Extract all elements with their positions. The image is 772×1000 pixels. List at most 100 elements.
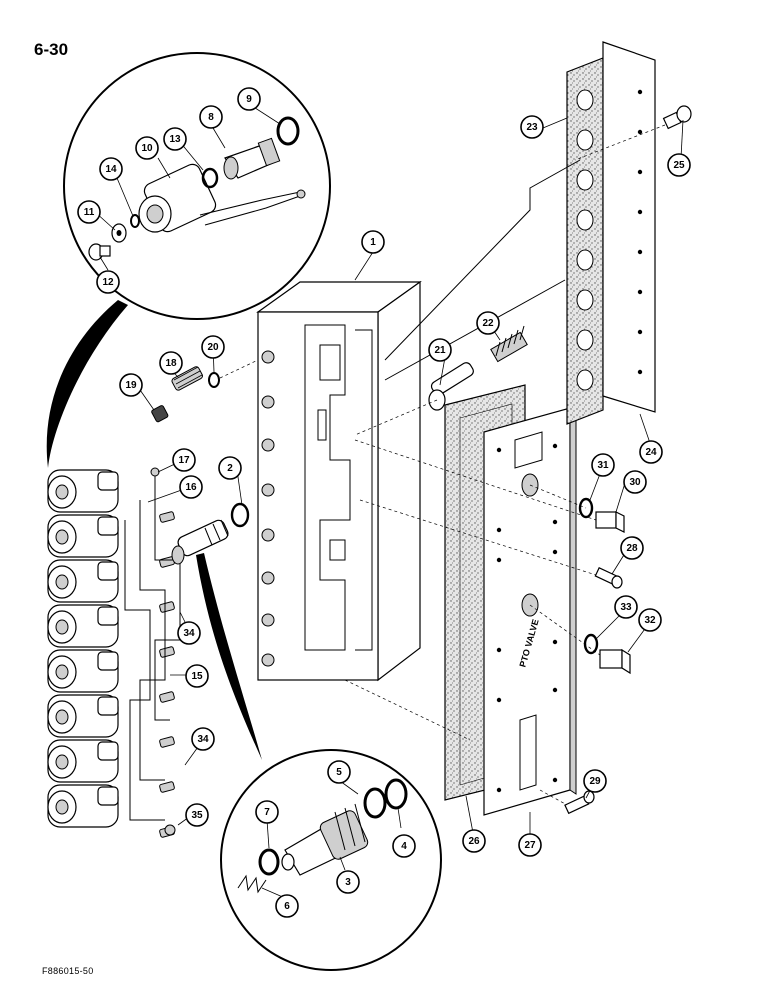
callout-number: 15 xyxy=(191,671,203,682)
callout-7: 7 xyxy=(255,800,279,824)
callout-1: 1 xyxy=(361,230,385,254)
callout-number: 12 xyxy=(102,277,114,288)
screw-part xyxy=(594,567,623,589)
spring-part xyxy=(490,325,528,363)
check-valve-body-part xyxy=(281,803,369,876)
callout-32: 32 xyxy=(638,608,662,632)
callout-17: 17 xyxy=(172,448,196,472)
solenoid-unit xyxy=(47,514,175,568)
alignment-lines xyxy=(344,159,601,806)
page-number: 6-30 xyxy=(34,40,69,59)
check-valve-part xyxy=(171,519,229,565)
callout-19: 19 xyxy=(119,373,143,397)
solenoid-unit xyxy=(47,784,175,838)
callout-28: 28 xyxy=(620,536,644,560)
callout-number: 16 xyxy=(185,482,197,493)
callout-number: 26 xyxy=(468,836,480,847)
screw-part xyxy=(88,243,111,261)
o-ring-part xyxy=(258,848,280,876)
callout-20: 20 xyxy=(201,335,225,359)
callout-22: 22 xyxy=(476,311,500,335)
callout-29: 29 xyxy=(583,769,607,793)
callout-10: 10 xyxy=(135,136,159,160)
callout-number: 2 xyxy=(227,463,233,474)
callout-number: 34 xyxy=(197,734,209,745)
callout-number: 20 xyxy=(207,342,219,353)
callout-number: 6 xyxy=(284,901,290,912)
callout-27: 27 xyxy=(518,833,542,857)
callout-number: 35 xyxy=(191,810,203,821)
callout-25: 25 xyxy=(667,153,691,177)
solenoid-unit xyxy=(47,559,175,613)
callout-number: 28 xyxy=(626,543,638,554)
solenoid-unit xyxy=(47,649,175,703)
detail-pointer xyxy=(196,553,262,760)
o-ring-part xyxy=(578,497,594,519)
solenoid-detail-view xyxy=(63,52,331,320)
callout-13: 13 xyxy=(163,127,187,151)
callout-number: 5 xyxy=(336,767,342,778)
callout-16: 16 xyxy=(179,475,203,499)
valve-body-part xyxy=(256,280,422,682)
callout-12: 12 xyxy=(96,270,120,294)
screw-part xyxy=(662,105,692,130)
callout-number: 11 xyxy=(84,207,95,218)
o-ring-part xyxy=(583,633,599,655)
callout-23: 23 xyxy=(520,115,544,139)
callout-15: 15 xyxy=(185,664,209,688)
screw-part xyxy=(564,790,595,815)
o-ring-part xyxy=(201,167,219,189)
callout-26: 26 xyxy=(462,829,486,853)
plug-part xyxy=(595,511,625,533)
solenoid-unit xyxy=(47,694,175,748)
solenoid-unit xyxy=(47,469,175,523)
tube-assembly xyxy=(124,467,181,836)
callout-30: 30 xyxy=(623,470,647,494)
callout-number: 33 xyxy=(620,602,632,613)
callout-18: 18 xyxy=(159,351,183,375)
callout-number: 9 xyxy=(246,94,252,105)
callout-number: 29 xyxy=(589,776,601,787)
callout-2: 2 xyxy=(218,456,242,480)
check-valve-detail-view xyxy=(220,749,442,971)
callout-4: 4 xyxy=(392,834,416,858)
plug-part xyxy=(599,648,631,675)
callout-number: 34 xyxy=(183,628,195,639)
callout-number: 24 xyxy=(645,447,657,458)
callout-6: 6 xyxy=(275,894,299,918)
callout-14: 14 xyxy=(99,157,123,181)
callout-11: 11 xyxy=(77,200,101,224)
ring-part xyxy=(130,214,140,228)
callout-35: 35 xyxy=(185,803,209,827)
callout-number: 3 xyxy=(345,877,351,888)
callout-number: 19 xyxy=(125,380,137,391)
callout-number: 8 xyxy=(208,112,214,123)
callout-number: 7 xyxy=(264,807,270,818)
callout-number: 23 xyxy=(526,122,538,133)
callout-33: 33 xyxy=(614,595,638,619)
o-ring-part xyxy=(230,502,250,528)
callout-number: 18 xyxy=(165,358,177,369)
callout-number: 14 xyxy=(105,164,117,175)
callout-5: 5 xyxy=(327,760,351,784)
o-ring-part xyxy=(363,787,387,819)
figure-code: F886015-50 xyxy=(42,966,94,976)
callout-9: 9 xyxy=(237,87,261,111)
callout-number: 4 xyxy=(401,841,407,852)
callout-number: 25 xyxy=(673,160,685,171)
callout-number: 22 xyxy=(482,318,494,329)
callout-8: 8 xyxy=(199,105,223,129)
o-ring-part xyxy=(276,116,300,146)
callout-24: 24 xyxy=(639,440,663,464)
callout-34: 34 xyxy=(191,727,215,751)
gasket-part xyxy=(566,57,604,425)
callout-number: 1 xyxy=(370,237,376,248)
cover-plate-part: PTO VALVE xyxy=(483,407,577,816)
solenoid-stack xyxy=(47,469,175,838)
solenoid-unit xyxy=(47,739,175,793)
filter-screen-part xyxy=(171,366,203,391)
mounting-plate-part xyxy=(602,41,656,413)
solenoid-unit xyxy=(47,604,175,658)
